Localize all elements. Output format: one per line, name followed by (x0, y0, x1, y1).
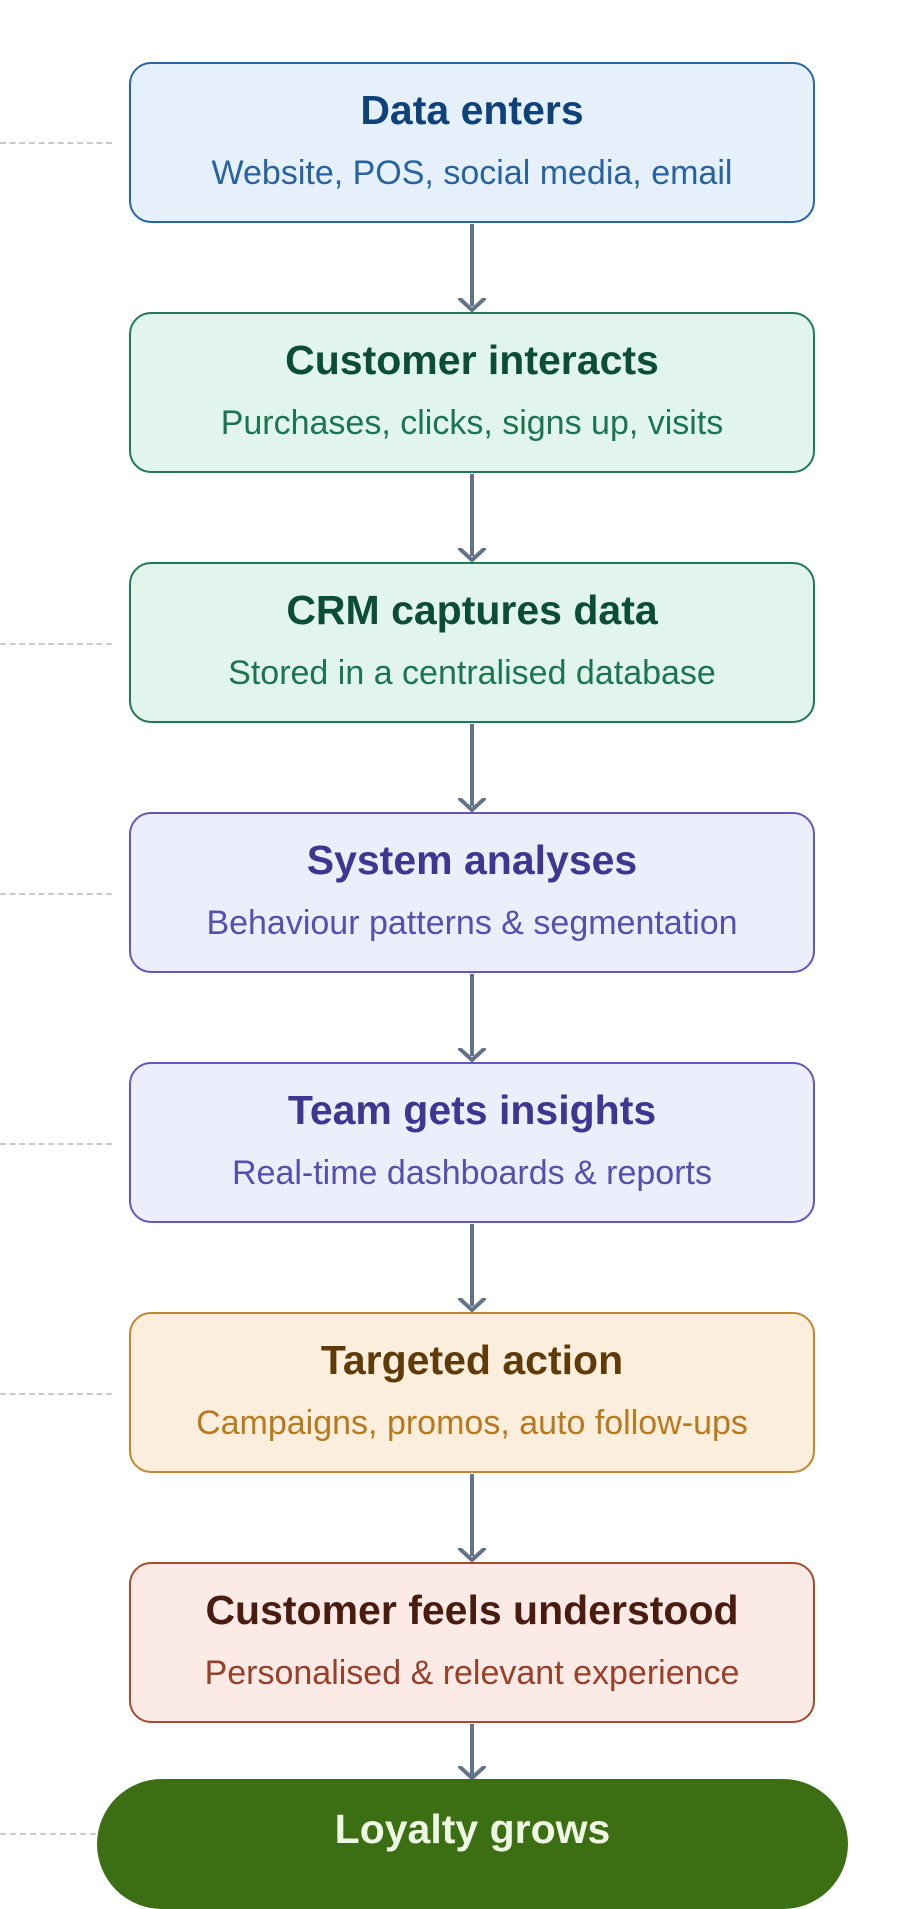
step-subtitle: Website, POS, social media, email (211, 154, 733, 192)
step-data-enters: Data enters Website, POS, social media, … (129, 62, 815, 223)
arrow-head-icon (458, 1548, 486, 1562)
step-targeted-action: Targeted action Campaigns, promos, auto … (129, 1312, 815, 1473)
connector-line (470, 1224, 474, 1306)
connector-line (470, 1724, 474, 1776)
step-system-analyses: System analyses Behaviour patterns & seg… (129, 812, 815, 973)
arrow-head-icon (458, 1298, 486, 1312)
side-leader (0, 142, 112, 144)
step-title: Team gets insights (287, 1087, 657, 1133)
step-customer-interacts: Customer interacts Purchases, clicks, si… (129, 312, 815, 473)
step-title: Targeted action (320, 1337, 624, 1383)
side-leader (0, 1143, 112, 1145)
arrow-head-icon (458, 1048, 486, 1062)
step-crm-captures-data: CRM captures data Stored in a centralise… (129, 562, 815, 723)
connector-line (470, 724, 474, 806)
arrow-head-icon (458, 1766, 486, 1780)
connector-line (470, 224, 474, 306)
connector-line (470, 474, 474, 556)
step-subtitle: Personalised & relevant experience (204, 1654, 740, 1692)
step-subtitle: Stored in a centralised database (228, 654, 716, 692)
connector-line (470, 1474, 474, 1556)
arrow-head-icon (458, 548, 486, 562)
step-customer-feels-understood: Customer feels understood Personalised &… (129, 1562, 815, 1723)
step-subtitle: Campaigns, promos, auto follow-ups (196, 1404, 748, 1442)
arrow-head-icon (458, 298, 486, 312)
final-loyalty-grows: Loyalty grows (97, 1779, 848, 1909)
step-title: Customer feels understood (205, 1587, 739, 1633)
arrow-head-icon (458, 798, 486, 812)
final-title: Loyalty grows (334, 1806, 611, 1852)
step-title: CRM captures data (286, 587, 658, 633)
step-title: System analyses (306, 837, 638, 883)
step-title: Customer interacts (285, 337, 659, 383)
step-title: Data enters (360, 87, 584, 133)
side-leader (0, 643, 112, 645)
step-subtitle: Purchases, clicks, signs up, visits (220, 404, 724, 442)
step-subtitle: Behaviour patterns & segmentation (206, 904, 738, 942)
side-leader (0, 1393, 112, 1395)
side-leader (0, 1833, 96, 1835)
step-team-gets-insights: Team gets insights Real-time dashboards … (129, 1062, 815, 1223)
connector-line (470, 974, 474, 1056)
step-subtitle: Real-time dashboards & reports (231, 1154, 712, 1192)
side-leader (0, 893, 112, 895)
